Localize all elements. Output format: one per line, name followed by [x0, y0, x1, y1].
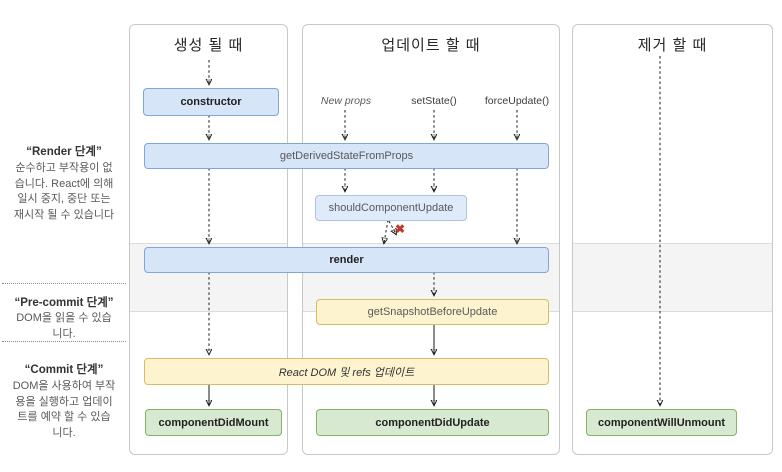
panel-title-unmounting: 제거 할 때 [637, 37, 708, 54]
skip-x-icon: ✖ [395, 222, 406, 236]
lifecycle-box-react-dom-refs-update: React DOM 및 refs 업데이트 [144, 358, 549, 385]
lifecycle-box-componentwillunmount: componentWillUnmount [586, 409, 737, 436]
trigger-new-props: New props [320, 95, 372, 107]
panel-unmounting: 제거 할 때 [572, 24, 773, 455]
phase-divider [2, 283, 126, 284]
precommit-phase-description: DOM을 읽을 수 있습 니다. [16, 312, 112, 340]
trigger-set-state: setState() [411, 95, 457, 107]
lifecycle-box-render: render [144, 247, 549, 273]
lifecycle-box-getderivedstatefromprops: getDerivedStateFromProps [144, 143, 549, 169]
panel-title-updating: 업데이트 할 때 [381, 37, 481, 54]
render-phase-description: 순수하고 부작용이 없 습니다. React에 의해 일시 중지, 중단 또는 … [13, 162, 115, 221]
panel-updating: 업데이트 할 때 [302, 24, 560, 455]
lifecycle-box-constructor: constructor [143, 88, 279, 116]
trigger-force-update: forceUpdate() [484, 95, 550, 107]
lifecycle-box-getsnapshotbeforeupdate: getSnapshotBeforeUpdate [316, 299, 549, 325]
panel-title-mounting: 생성 될 때 [173, 37, 244, 54]
commit-phase-title: “Commit 단계” [24, 364, 104, 376]
precommit-phase-title: “Pre-commit 단계” [14, 297, 114, 309]
lifecycle-box-componentdidupdate: componentDidUpdate [316, 409, 549, 436]
phase-divider [2, 341, 126, 342]
precommit-band [573, 243, 772, 312]
commit-phase-description: DOM을 사용하여 부작 용을 실행하고 업데이 트를 예약 할 수 있습 니다… [12, 380, 116, 439]
lifecycle-box-shouldcomponentupdate: shouldComponentUpdate [315, 195, 467, 221]
render-phase-title: “Render 단계” [26, 146, 102, 158]
lifecycle-box-componentdidmount: componentDidMount [145, 409, 282, 436]
